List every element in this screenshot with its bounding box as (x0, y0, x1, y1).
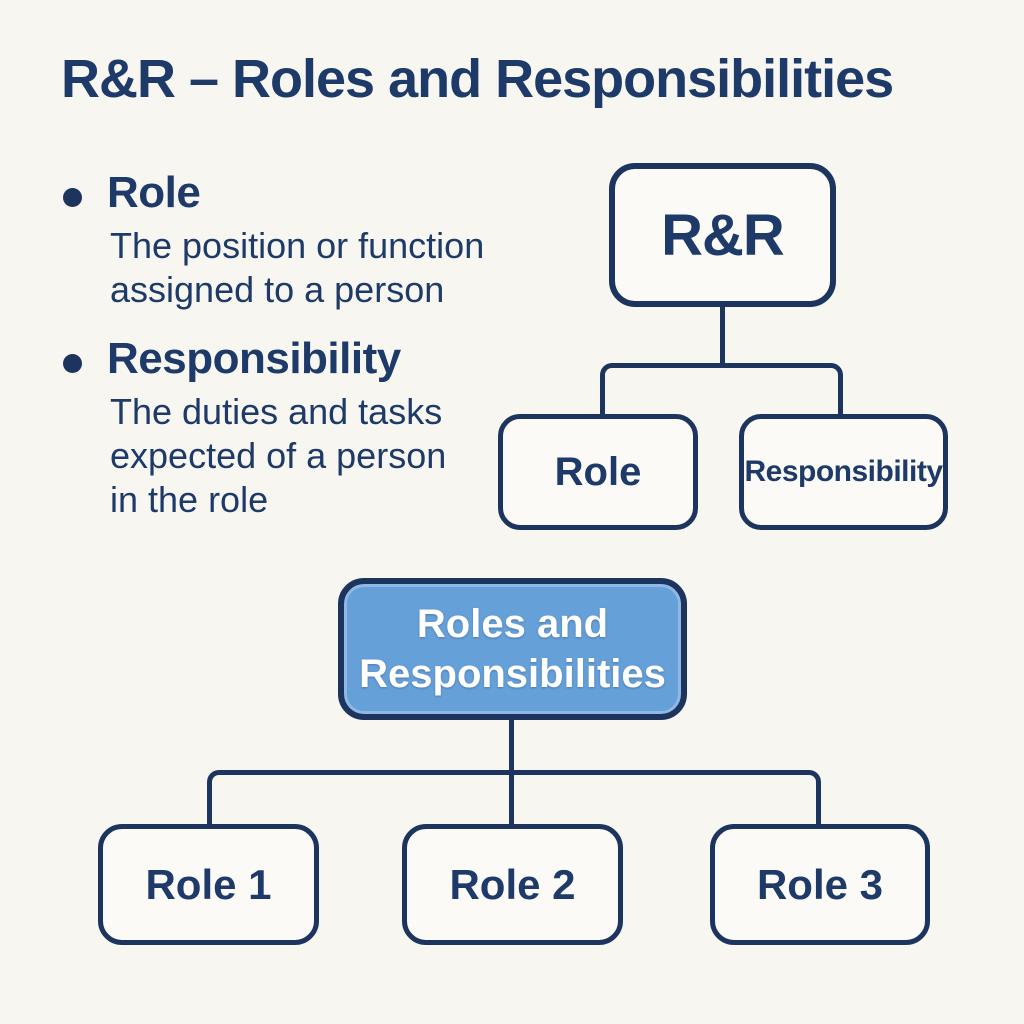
definition-body-role: The position or function assigned to a p… (110, 224, 484, 312)
definition-body-responsibility: The duties and tasks expected of a perso… (110, 390, 446, 522)
definition-line: in the role (110, 479, 269, 520)
page-title: R&R – Roles and Responsibilities (61, 49, 894, 109)
bullet-dot-responsibility (63, 354, 82, 373)
definition-line: The position or function (110, 225, 485, 266)
tree-node-role-1: Role 1 (98, 824, 319, 945)
connector-elbow-bottom-tree (207, 770, 821, 826)
tree-node-role-3: Role 3 (710, 824, 930, 945)
bullet-dot-role (63, 188, 82, 207)
connector-elbow-top-tree (600, 363, 843, 415)
definition-line: The duties and tasks (110, 391, 443, 432)
tree-node-role-2: Role 2 (402, 824, 623, 945)
blue-box-line: Roles and (416, 602, 609, 646)
definition-term-role: Role (107, 168, 201, 217)
tree-node-responsibility: Responsibility (739, 414, 948, 530)
tree-node-rr-root: R&R (609, 163, 836, 307)
definition-term-responsibility: Responsibility (107, 334, 401, 383)
definition-line: assigned to a person (110, 269, 445, 310)
connector-vertical-top-tree (720, 307, 725, 367)
tree-node-role: Role (498, 414, 698, 530)
blue-box-line: Responsibilities (359, 652, 666, 696)
definition-line: expected of a person (110, 435, 447, 476)
tree-node-roles-and-responsibilities-root: Roles and Responsibilities (338, 578, 687, 720)
